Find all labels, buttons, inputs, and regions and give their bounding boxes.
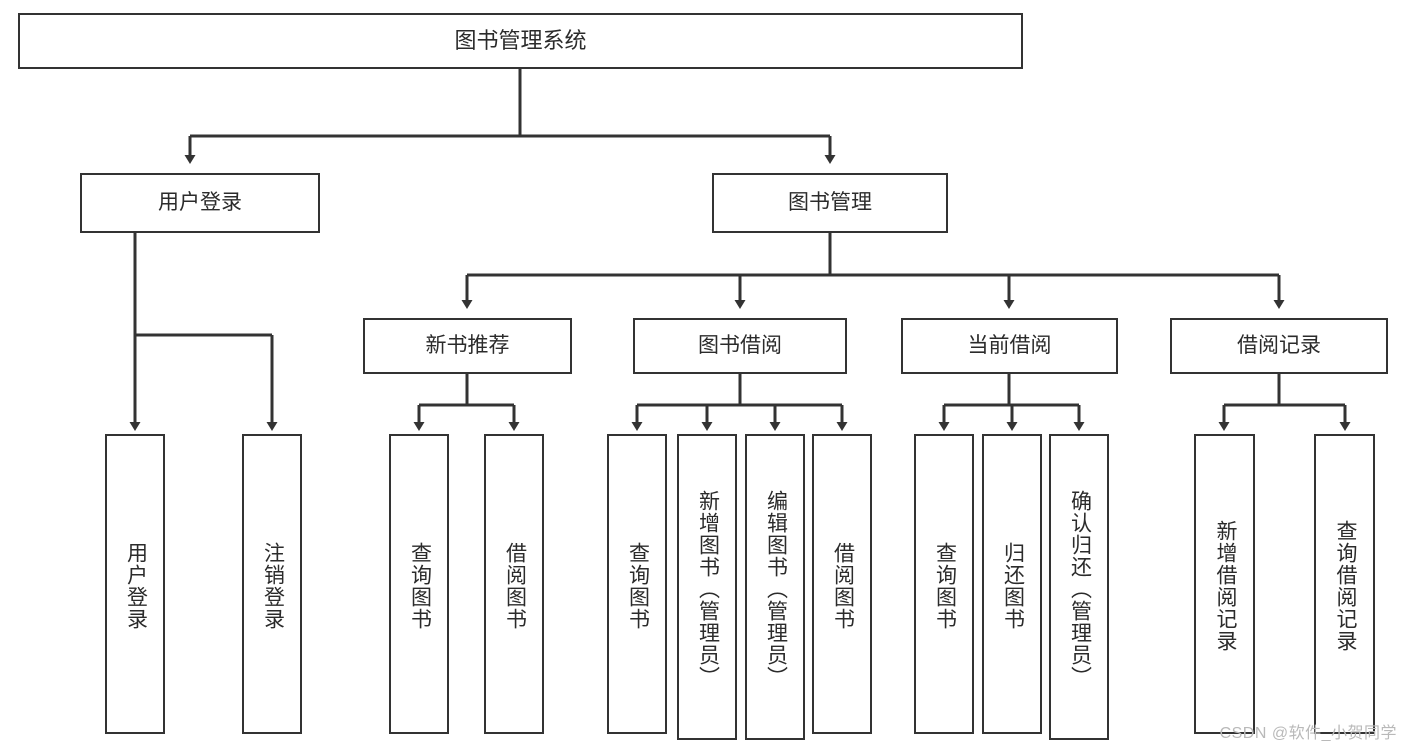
node-leaf-query-book-3-label: 查询图书	[933, 542, 957, 630]
node-leaf-query-book-1[interactable]: 查询图书	[389, 434, 449, 734]
node-leaf-add-borrow-record[interactable]: 新增借阅记录	[1194, 434, 1255, 734]
node-book-borrow[interactable]: 图书借阅	[633, 318, 847, 374]
node-user-login-label: 用户登录	[158, 190, 242, 214]
node-leaf-add-book-admin-label: 新增图书（管理员）	[696, 490, 720, 688]
node-leaf-add-book-admin[interactable]: 新增图书（管理员）	[677, 434, 737, 740]
node-book-manage-label: 图书管理	[788, 190, 872, 214]
node-new-book-recommend-label: 新书推荐	[425, 333, 510, 357]
node-leaf-query-borrow-record-label: 查询借阅记录	[1333, 520, 1357, 652]
node-leaf-borrow-book-2-label: 借阅图书	[831, 542, 855, 630]
node-leaf-query-book-3[interactable]: 查询图书	[914, 434, 974, 734]
node-leaf-user-logout[interactable]: 注销登录	[242, 434, 302, 734]
node-leaf-return-book-label: 归还图书	[1001, 542, 1025, 630]
node-book-borrow-label: 图书借阅	[698, 333, 782, 357]
node-leaf-query-book-2-label: 查询图书	[626, 542, 650, 630]
node-current-borrow-label: 当前借阅	[967, 333, 1052, 357]
node-user-login[interactable]: 用户登录	[80, 173, 320, 233]
node-root-label: 图书管理系统	[454, 27, 587, 53]
node-leaf-edit-book-admin-label: 编辑图书（管理员）	[764, 490, 788, 688]
node-book-manage[interactable]: 图书管理	[712, 173, 948, 233]
node-borrow-record-label: 借阅记录	[1237, 333, 1321, 357]
node-current-borrow[interactable]: 当前借阅	[901, 318, 1118, 374]
node-leaf-query-book-2[interactable]: 查询图书	[607, 434, 667, 734]
node-root[interactable]: 图书管理系统	[18, 13, 1023, 69]
node-leaf-user-login-label: 用户登录	[124, 542, 148, 630]
node-leaf-borrow-book-1-label: 借阅图书	[503, 542, 527, 630]
node-leaf-confirm-return-admin-label: 确认归还（管理员）	[1068, 490, 1092, 688]
node-leaf-confirm-return-admin[interactable]: 确认归还（管理员）	[1049, 434, 1109, 740]
node-leaf-borrow-book-1[interactable]: 借阅图书	[484, 434, 544, 734]
node-new-book-recommend[interactable]: 新书推荐	[363, 318, 572, 374]
node-leaf-user-logout-label: 注销登录	[261, 542, 285, 630]
node-leaf-query-borrow-record[interactable]: 查询借阅记录	[1314, 434, 1375, 734]
node-leaf-query-book-1-label: 查询图书	[408, 542, 432, 630]
node-borrow-record[interactable]: 借阅记录	[1170, 318, 1388, 374]
node-leaf-user-login[interactable]: 用户登录	[105, 434, 165, 734]
node-leaf-edit-book-admin[interactable]: 编辑图书（管理员）	[745, 434, 805, 740]
node-leaf-add-borrow-record-label: 新增借阅记录	[1213, 520, 1237, 652]
node-leaf-return-book[interactable]: 归还图书	[982, 434, 1042, 734]
node-leaf-borrow-book-2[interactable]: 借阅图书	[812, 434, 872, 734]
